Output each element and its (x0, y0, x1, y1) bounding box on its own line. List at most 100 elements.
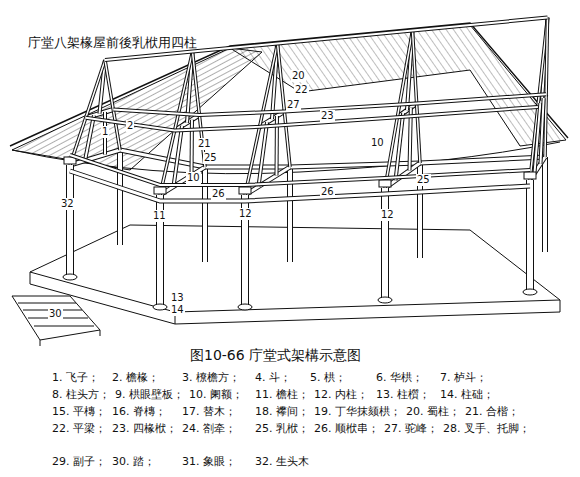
part-name: 25. 乳栿； (255, 423, 309, 436)
callout-number: 2 (126, 120, 134, 132)
part-name: 5. 栱； (310, 372, 346, 385)
callout-number: 14 (170, 304, 185, 316)
timber-member (66, 165, 74, 275)
timber-member (541, 98, 544, 164)
timber-member (118, 150, 122, 245)
part-name: 15. 平槫； (52, 406, 106, 419)
timber-member (70, 155, 530, 185)
steps (12, 296, 100, 346)
callout-number: 27 (286, 99, 301, 111)
timber-member (543, 157, 547, 252)
callout-number: 12 (238, 208, 253, 220)
bracket-block (239, 187, 251, 194)
part-name: 14. 柱础； (440, 389, 494, 402)
part-name: 6. 华栱； (376, 372, 423, 385)
callout-number: 30 (48, 308, 63, 320)
timber-member (70, 155, 530, 185)
column-base (153, 304, 167, 310)
timber-member (70, 60, 105, 165)
timber-member (120, 150, 545, 167)
part-name: 4. 斗； (255, 372, 291, 385)
part-name: 12. 内柱； (314, 389, 368, 402)
part-name: 32. 生头木 (255, 456, 309, 469)
callout-number: 25 (416, 174, 431, 186)
column-base (238, 304, 252, 310)
timber-member (382, 188, 388, 298)
timber-member (193, 52, 206, 167)
part-name: 2. 檐椽； (112, 372, 159, 385)
part-name: 23. 四椽栿； (112, 423, 177, 436)
callout-number: 13 (170, 292, 185, 304)
timber-member (381, 188, 389, 298)
part-name: 29. 副子； (52, 456, 106, 469)
part-name: 22. 平梁； (52, 423, 106, 436)
timber-member (259, 122, 268, 186)
timber-member (413, 31, 421, 163)
timber-member (202, 167, 208, 262)
callout-number: 21 (197, 138, 212, 150)
callout-number: 1 (101, 126, 109, 138)
timber-member (174, 126, 183, 187)
callout-number: 20 (291, 70, 306, 82)
timber-member (413, 31, 421, 163)
callout-number: 32 (60, 198, 75, 210)
part-name: 8. 柱头方； (52, 389, 110, 402)
part-name: 3. 橑檐方； (182, 372, 240, 385)
roof (10, 23, 568, 174)
timber-member (67, 165, 73, 275)
column-base (523, 289, 537, 295)
callout-number: 25 (203, 152, 218, 164)
callout-number: 10 (370, 137, 385, 149)
timber-member (541, 98, 544, 164)
timber-member (396, 113, 404, 180)
callout-number: 10 (186, 172, 201, 184)
part-name: 11. 檐柱； (255, 389, 309, 402)
timber-member (385, 31, 413, 188)
timber-member (545, 18, 548, 157)
callout-number: 23 (320, 110, 335, 122)
part-name: 16. 脊槫； (112, 406, 166, 419)
part-name: 1. 飞子； (52, 372, 99, 385)
column-base (378, 297, 392, 303)
part-name: 26. 顺栿串； (314, 423, 379, 436)
timber-member (526, 180, 534, 290)
timber-member (85, 115, 94, 160)
part-name: 17. 替木； (182, 406, 236, 419)
timber-member (385, 31, 413, 188)
part-name: 18. 襻间； (255, 406, 309, 419)
timber-member (530, 18, 548, 180)
part-name: 19. 丁华抹颏栱； (314, 406, 401, 419)
callout-number: 26 (211, 188, 226, 200)
callout-number: 26 (320, 186, 335, 198)
platform (30, 225, 560, 324)
diagram-title: 庁堂八架椽屋前後乳栿用四柱 (28, 36, 197, 51)
timber-frame (63, 18, 548, 310)
timber-member (245, 43, 278, 195)
part-name: 20. 蜀柱； (406, 406, 460, 419)
part-name: 27. 驼峰； (384, 423, 438, 436)
callout-number: 11 (152, 210, 167, 222)
part-name: 13. 柱櫍； (376, 389, 430, 402)
timber-member (530, 18, 548, 180)
bracket-block (524, 172, 536, 179)
callout-number: 12 (380, 209, 395, 221)
part-name: 30. 踏； (112, 456, 155, 469)
part-name: 28. 叉手、托脚； (443, 423, 530, 436)
timber-member (120, 150, 545, 167)
part-name: 24. 劄牵； (182, 423, 236, 436)
timber-member (193, 52, 206, 167)
timber-member (542, 157, 548, 252)
part-name: 10. 阑额； (189, 389, 243, 402)
callout-number: 22 (294, 84, 309, 96)
timber-member (203, 167, 207, 262)
timber-member (259, 122, 268, 186)
part-name: 9. 栱眼壁板； (115, 389, 184, 402)
timber-member (245, 43, 278, 195)
bracket-block (379, 180, 391, 187)
timber-member (174, 126, 183, 187)
timber-member (396, 113, 404, 180)
timber-member (545, 18, 548, 157)
timber-member (527, 180, 533, 290)
part-name: 31. 象眼； (182, 456, 236, 469)
timber-member (85, 115, 94, 160)
